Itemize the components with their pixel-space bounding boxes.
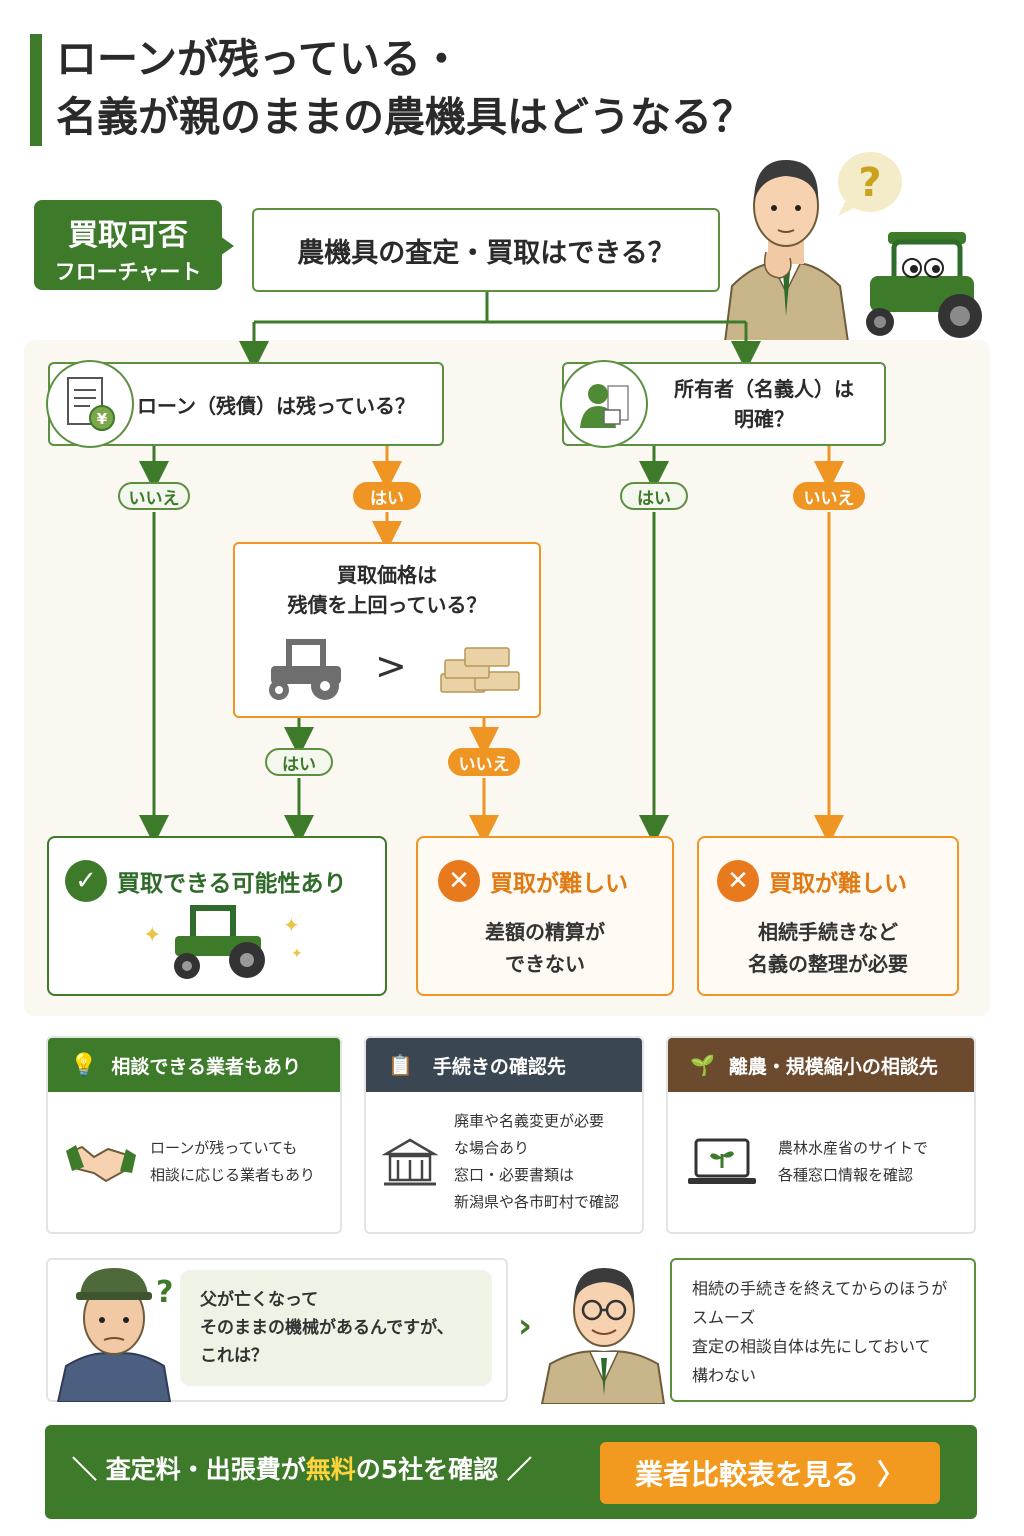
info-card-procedure-line-2: な場合あり [454,1139,530,1157]
question-mark-icon: ? [156,1275,173,1310]
info-card-procedure: 📋 手続きの確認先 廃車や名義変更が必要 な場合あり 窓口・必要書類は 新潟県や… [364,1036,644,1234]
info-card-retire: 🌱 離農・規模縮小の相談先 農林水産省のサイトで 各種窓口情報を確認 [666,1036,976,1234]
title-line-1: ローンが残っている・ [56,35,462,83]
price-question-line-2: 残債を上回っている？ [287,593,487,617]
svg-text:¥: ¥ [97,410,108,428]
farmer-speech-bubble: 父が亡くなって そのままの機械があるんですが、 これは？ [180,1270,492,1386]
owner-question-line-2: 明確？ [734,407,794,431]
loan-no-pill: いいえ [118,482,190,510]
expert-speech-line-2: スムーズ [692,1308,756,1327]
page-title: ローンが残っている・ 名義が親のままの農機具はどうなる？ [56,30,776,146]
expert-speech-line-4: 構わない [692,1366,757,1385]
gray-tractor-icon [269,639,341,700]
main-question-box: 農機具の査定・買取はできる？ [252,208,720,292]
flowchart-label-arrow [220,236,234,256]
lightbulb-icon: 💡 [70,1052,98,1078]
info-card-procedure-line-3: 窓口・必要書類は [454,1166,575,1184]
loan-yes-pill: はい [353,482,421,510]
result-possible-box: ✓ 買取できる可能性あり ✦ ✦ ✦ [47,836,387,996]
info-card-consult: 💡 相談できる業者もあり ローンが残っていても 相談に応じる業者もあり [46,1036,342,1234]
info-card-retire-line-2: 各種窓口情報を確認 [778,1166,914,1184]
svg-text:✦: ✦ [291,946,303,962]
farmer-speech-line-1: 父が亡くなって [200,1290,319,1310]
result-difficult-diff-box: ✕ 買取が難しい 差額の精算が できない [416,836,674,996]
info-card-retire-title: 離農・規模縮小の相談先 [728,1055,938,1078]
info-card-consult-header: 💡 相談できる業者もあり [48,1038,340,1092]
owner-no-pill: いいえ [793,482,865,510]
result-difficult-owner-line-1: 相続手続きなど [758,920,898,944]
owner-question-line-1: 所有者（名義人）は [674,377,854,401]
loan-document-icon: ¥ [46,360,134,448]
info-card-procedure-line-4: 新潟県や各市町村で確認 [454,1193,620,1211]
question-mark-icon: ? [858,160,881,206]
svg-text:✦: ✦ [283,913,300,937]
expert-speech-line-3: 査定の相談自体は先にしておいて [692,1337,931,1356]
expert-man-illustration [540,1268,666,1404]
compare-table-button[interactable]: 業者比較表を見る 〉 [600,1442,940,1504]
main-question-text: 農機具の査定・買取はできる？ [297,237,675,269]
result-difficult-diff-line-1: 差額の精算が [485,920,605,944]
cross-circle-icon: ✕ [438,860,480,902]
flowchart-label-line-1: 買取可否 [68,218,188,253]
loan-question-text: ローン（残債）は残っている？ [137,393,415,418]
info-card-procedure-line-1: 廃車や名義変更が必要 [454,1112,605,1130]
chevron-right-icon: › [518,1306,533,1346]
price-question-line-1: 買取価格は [337,563,437,587]
result-difficult-diff-line-2: できない [505,952,585,976]
expert-speech-bubble: 相続の手続きを終えてからのほうが スムーズ 査定の相談自体は先にしておいて 構わ… [670,1258,976,1402]
result-difficult-owner-box: ✕ 買取が難しい 相続手続きなど 名義の整理が必要 [697,836,959,996]
government-building-icon [382,1138,438,1186]
price-yes-pill: はい [265,748,333,776]
result-difficult-owner-line-2: 名義の整理が必要 [748,952,908,976]
flowchart-connectors [139,292,844,845]
info-card-retire-header: 🌱 離農・規模縮小の相談先 [668,1038,974,1092]
laptop-sprout-icon [688,1138,756,1184]
consulting-man-illustration: ? [723,152,982,342]
info-card-consult-title: 相談できる業者もあり [111,1055,302,1078]
elderly-farmer-illustration: ? [56,1268,173,1402]
green-tractor-icon: ✦ ✦ ✦ [143,905,303,979]
info-card-consult-line-1: ローンが残っていても [150,1139,298,1157]
owner-person-document-icon [560,360,648,448]
greater-than-symbol: > [375,644,407,688]
clipboard-icon: 📋 [388,1053,413,1077]
tractor-mascot-icon [866,232,982,338]
price-question-box: 買取価格は 残債を上回っている？ > [233,542,541,718]
result-possible-title: 買取できる可能性あり [117,871,347,897]
result-difficult-diff-title: 買取が難しい [490,871,628,897]
info-card-procedure-header: 📋 手続きの確認先 [366,1038,642,1092]
price-no-pill: いいえ [448,748,520,776]
handshake-icon [66,1145,136,1183]
svg-text:✦: ✦ [143,923,161,948]
compare-table-button-label: 業者比較表を見る [634,1458,859,1491]
check-circle-icon: ✓ [65,860,107,902]
info-card-procedure-title: 手続きの確認先 [432,1055,566,1078]
expert-speech-line-1: 相続の手続きを終えてからのほうが [692,1279,948,1298]
result-difficult-owner-title: 買取が難しい [769,871,907,897]
flowchart-label: 買取可否 フローチャート [34,200,222,290]
sprout-icon: 🌱 [690,1053,715,1077]
cta-message-pre: ＼ 査定料・出張費が [72,1455,306,1484]
farmer-speech-line-2: そのままの機械があるんですが、 [200,1318,454,1338]
farmer-speech-line-3: これは？ [200,1346,268,1366]
cross-circle-icon: ✕ [717,860,759,902]
info-card-consult-line-2: 相談に応じる業者もあり [150,1166,316,1184]
owner-yes-pill: はい [620,482,688,510]
money-stack-icon [440,647,520,693]
chevron-right-icon: 〉 [877,1458,906,1491]
info-card-retire-line-1: 農林水産省のサイトで [778,1139,929,1157]
flowchart-label-line-2: フローチャート [54,260,202,284]
cta-message-highlight: 無料 [305,1455,356,1484]
title-line-2: 名義が親のままの農機具はどうなる？ [56,93,753,141]
cta-message: ＼ 査定料・出張費が無料の5社を確認 ／ [72,1450,532,1486]
cta-message-post: の5社を確認 ／ [355,1455,532,1484]
title-accent-bar [30,34,42,146]
